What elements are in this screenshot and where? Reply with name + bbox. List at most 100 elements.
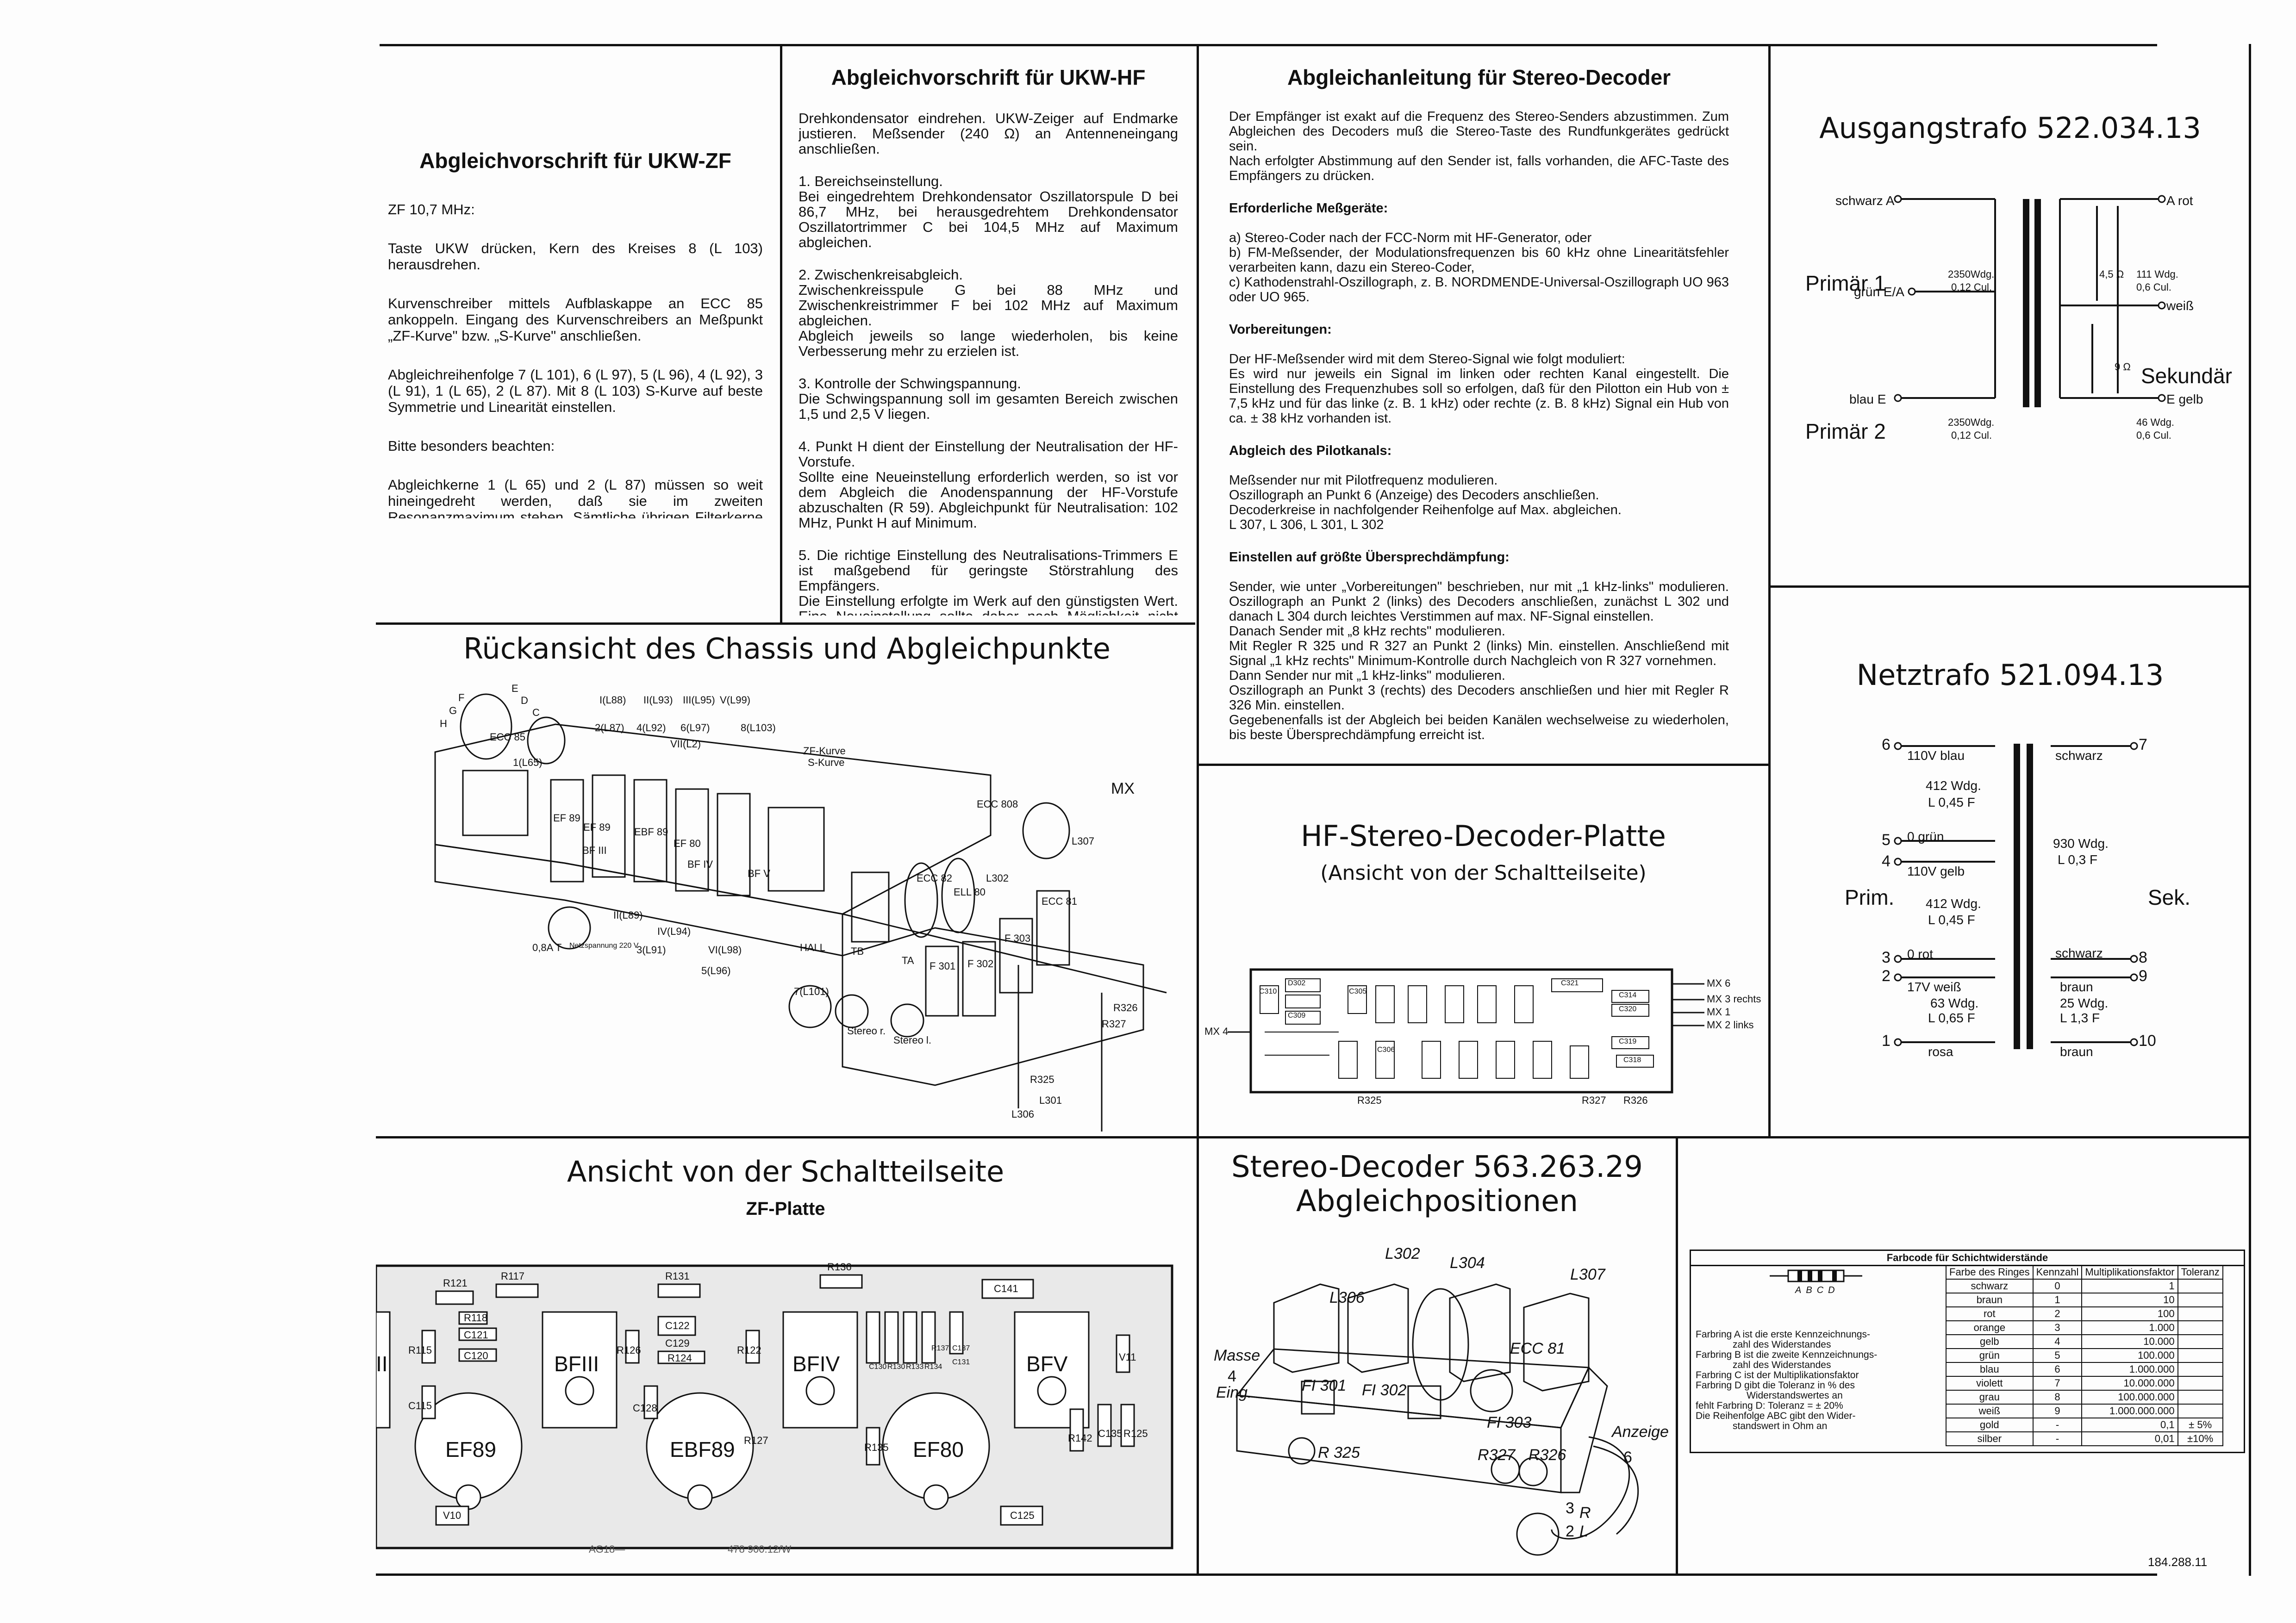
zf-platte-subtitle: ZF-Platte	[746, 1199, 825, 1219]
hf-decoder-mx3: MX 3 rechts	[1707, 993, 1761, 1005]
chassis-tube-ef80: EF 80	[674, 838, 701, 849]
zf-platte-title: Ansicht von der Schaltteilseite	[567, 1155, 1004, 1188]
cell-mult: 100.000	[2081, 1348, 2178, 1363]
cell-kennzahl: -	[2032, 1431, 2083, 1446]
divider-col-4	[1676, 1136, 1678, 1576]
ausgang-wire-a-rot: A rot	[2166, 193, 2193, 208]
ausgang-wire-e-gelb: E gelb	[2166, 392, 2203, 406]
chassis-label-l306: L306	[1011, 1108, 1034, 1120]
chassis-label-5-l96: 5(L96)	[701, 965, 731, 976]
farbcode-title: Farbcode für Schichtwiderstände	[1691, 1251, 2244, 1266]
netz-pin-7: 7	[2139, 736, 2147, 753]
chassis-label-e: E	[512, 683, 518, 694]
divider-stereo-hf	[1197, 764, 1771, 766]
farbcode-header-farbe: Farbe des Ringes	[1946, 1265, 2034, 1280]
ukw-zf-title: Abgleichvorschrift für UKW-ZF	[419, 149, 731, 173]
chassis-label-f302: F 302	[967, 958, 994, 970]
decoder-pos-fi302: FI 302	[1362, 1381, 1407, 1399]
zf-part-r121: R121	[443, 1277, 468, 1289]
decoder-pos-l302: L302	[1385, 1245, 1420, 1262]
netz-left-9: 63 Wdg.	[1930, 996, 1979, 1010]
cell-mult: 0,01	[2081, 1431, 2178, 1446]
cell-kennzahl: 0	[2032, 1279, 2083, 1293]
cell-farbe: gelb	[1946, 1334, 2034, 1349]
chassis-tube-ecc808: ECC 808	[977, 798, 1018, 810]
netz-right-1: 930 Wdg.	[2053, 836, 2109, 851]
farbcode-note-3: zahl des Widerstandes	[1733, 1360, 1831, 1370]
zf-filter-ii: II	[376, 1352, 388, 1376]
cell-mult: 1	[2081, 1279, 2178, 1293]
farbcode-table: Farbe des Ringes Kennzahl Multiplikation…	[1946, 1265, 2223, 1446]
netz-left-5: 412 Wdg.	[1926, 896, 1981, 911]
zf-part-r131: R131	[665, 1270, 690, 1282]
chassis-label-vi-l98: VI(L98)	[708, 944, 742, 956]
chassis-label-d: D	[521, 695, 528, 706]
zf-part-r142: R142	[1068, 1432, 1092, 1444]
chassis-label-6-l97: 6(L97)	[680, 722, 710, 734]
cell-farbe: grau	[1946, 1390, 2034, 1405]
ring-a: A	[1795, 1285, 1806, 1295]
cell-kennzahl: 4	[2032, 1334, 2083, 1349]
ukw-hf-p2: 2. Zwischenkreisabgleich. Zwischenkreiss…	[799, 267, 1178, 359]
decoder-pos-fi301: FI 301	[1302, 1377, 1347, 1394]
netz-left-1: 412 Wdg.	[1926, 778, 1981, 793]
netz-pin-10: 10	[2139, 1032, 2156, 1050]
cell-mult: 10	[2081, 1293, 2178, 1307]
cell-farbe: schwarz	[1946, 1279, 2034, 1293]
zf-part-r133: R133	[906, 1363, 924, 1371]
chassis-label-2-l87: 2(L87)	[595, 722, 624, 734]
chassis-label-l301: L301	[1039, 1094, 1062, 1106]
cell-farbe: silber	[1946, 1431, 2034, 1446]
cell-mult: 1.000.000	[2081, 1362, 2178, 1377]
zf-part-r125: R125	[1123, 1428, 1148, 1439]
stereo-block-3: Meßsender nur mit Pilotfrequenz modulier…	[1229, 473, 1622, 532]
divider-col-2	[1197, 44, 1199, 1576]
chassis-label-8-l103: 8(L103)	[741, 722, 776, 734]
hf-decoder-part-r325: R325	[1357, 1094, 1382, 1106]
chassis-label-mx: MX	[1111, 780, 1135, 797]
cell-mult: 0,1	[2081, 1418, 2178, 1432]
ausgang-wire-gruen: grün E/A	[1854, 285, 1904, 299]
chassis-label-c: C	[532, 707, 540, 718]
hf-decoder-mx6: MX 6	[1707, 977, 1731, 989]
cell-toleranz	[2177, 1376, 2223, 1391]
divider-trafos	[1768, 585, 2251, 588]
netz-left-0: 110V blau	[1907, 748, 1965, 763]
ausgang-primaer-1: Primär 1	[1805, 271, 1886, 295]
farbcode-note-1: zahl des Widerstandes	[1733, 1339, 1831, 1350]
hf-decoder-part-c306: C306	[1377, 1046, 1395, 1054]
decoder-positions-title-1: Stereo-Decoder 563.263.29	[1231, 1150, 1643, 1184]
top-border	[380, 44, 2157, 46]
chassis-label-ii-l93: II(L93)	[643, 694, 673, 706]
table-row: silber-0,01±10%	[1946, 1431, 2223, 1446]
netz-pin-1: 1	[1882, 1032, 1890, 1050]
ukw-zf-text: ZF 10,7 MHz: Taste UKW drücken, Kern des…	[388, 185, 763, 518]
zf-part-r117: R117	[501, 1270, 524, 1282]
hf-decoder-part-r326: R326	[1623, 1094, 1648, 1106]
ukw-hf-p1: 1. Bereichseinstellung. Bei eingedrehtem…	[799, 173, 1178, 250]
divider-left-mid	[376, 622, 1195, 625]
divider-bottom-row	[376, 1136, 1788, 1138]
decoder-pos-l: L	[1579, 1523, 1588, 1540]
ukw-hf-p0: Drehkondensator eindrehen. UKW-Zeiger au…	[799, 110, 1178, 157]
decoder-pos-r327: R327	[1478, 1446, 1516, 1464]
decoder-positions-title-2: Abgleichpositionen	[1296, 1184, 1578, 1219]
decoder-pos-l307: L307	[1570, 1266, 1605, 1283]
chassis-drawing	[434, 693, 1167, 1132]
zf-part-r122: R122	[737, 1344, 761, 1356]
chassis-label-v-l99: V(L99)	[720, 694, 751, 706]
cell-toleranz	[2177, 1390, 2223, 1405]
cell-toleranz	[2177, 1334, 2223, 1349]
ukw-zf-p4: Abgleichreihenfolge 7 (L 101), 6 (L 97),…	[388, 367, 763, 415]
netz-right-6: L 1,3 F	[2060, 1011, 2100, 1025]
chassis-label-l302: L302	[986, 872, 1009, 884]
zf-platte-board	[376, 1264, 1173, 1549]
ausgang-r1: 4,5 Ω	[2099, 268, 2124, 280]
ukw-hf-p4: 4. Punkt H dient der Einstellung der Neu…	[799, 438, 1178, 531]
ausgang-w3: 111 Wdg.	[2136, 268, 2178, 280]
ausgang-wire-schwarz-a: schwarz A	[1835, 193, 1895, 208]
